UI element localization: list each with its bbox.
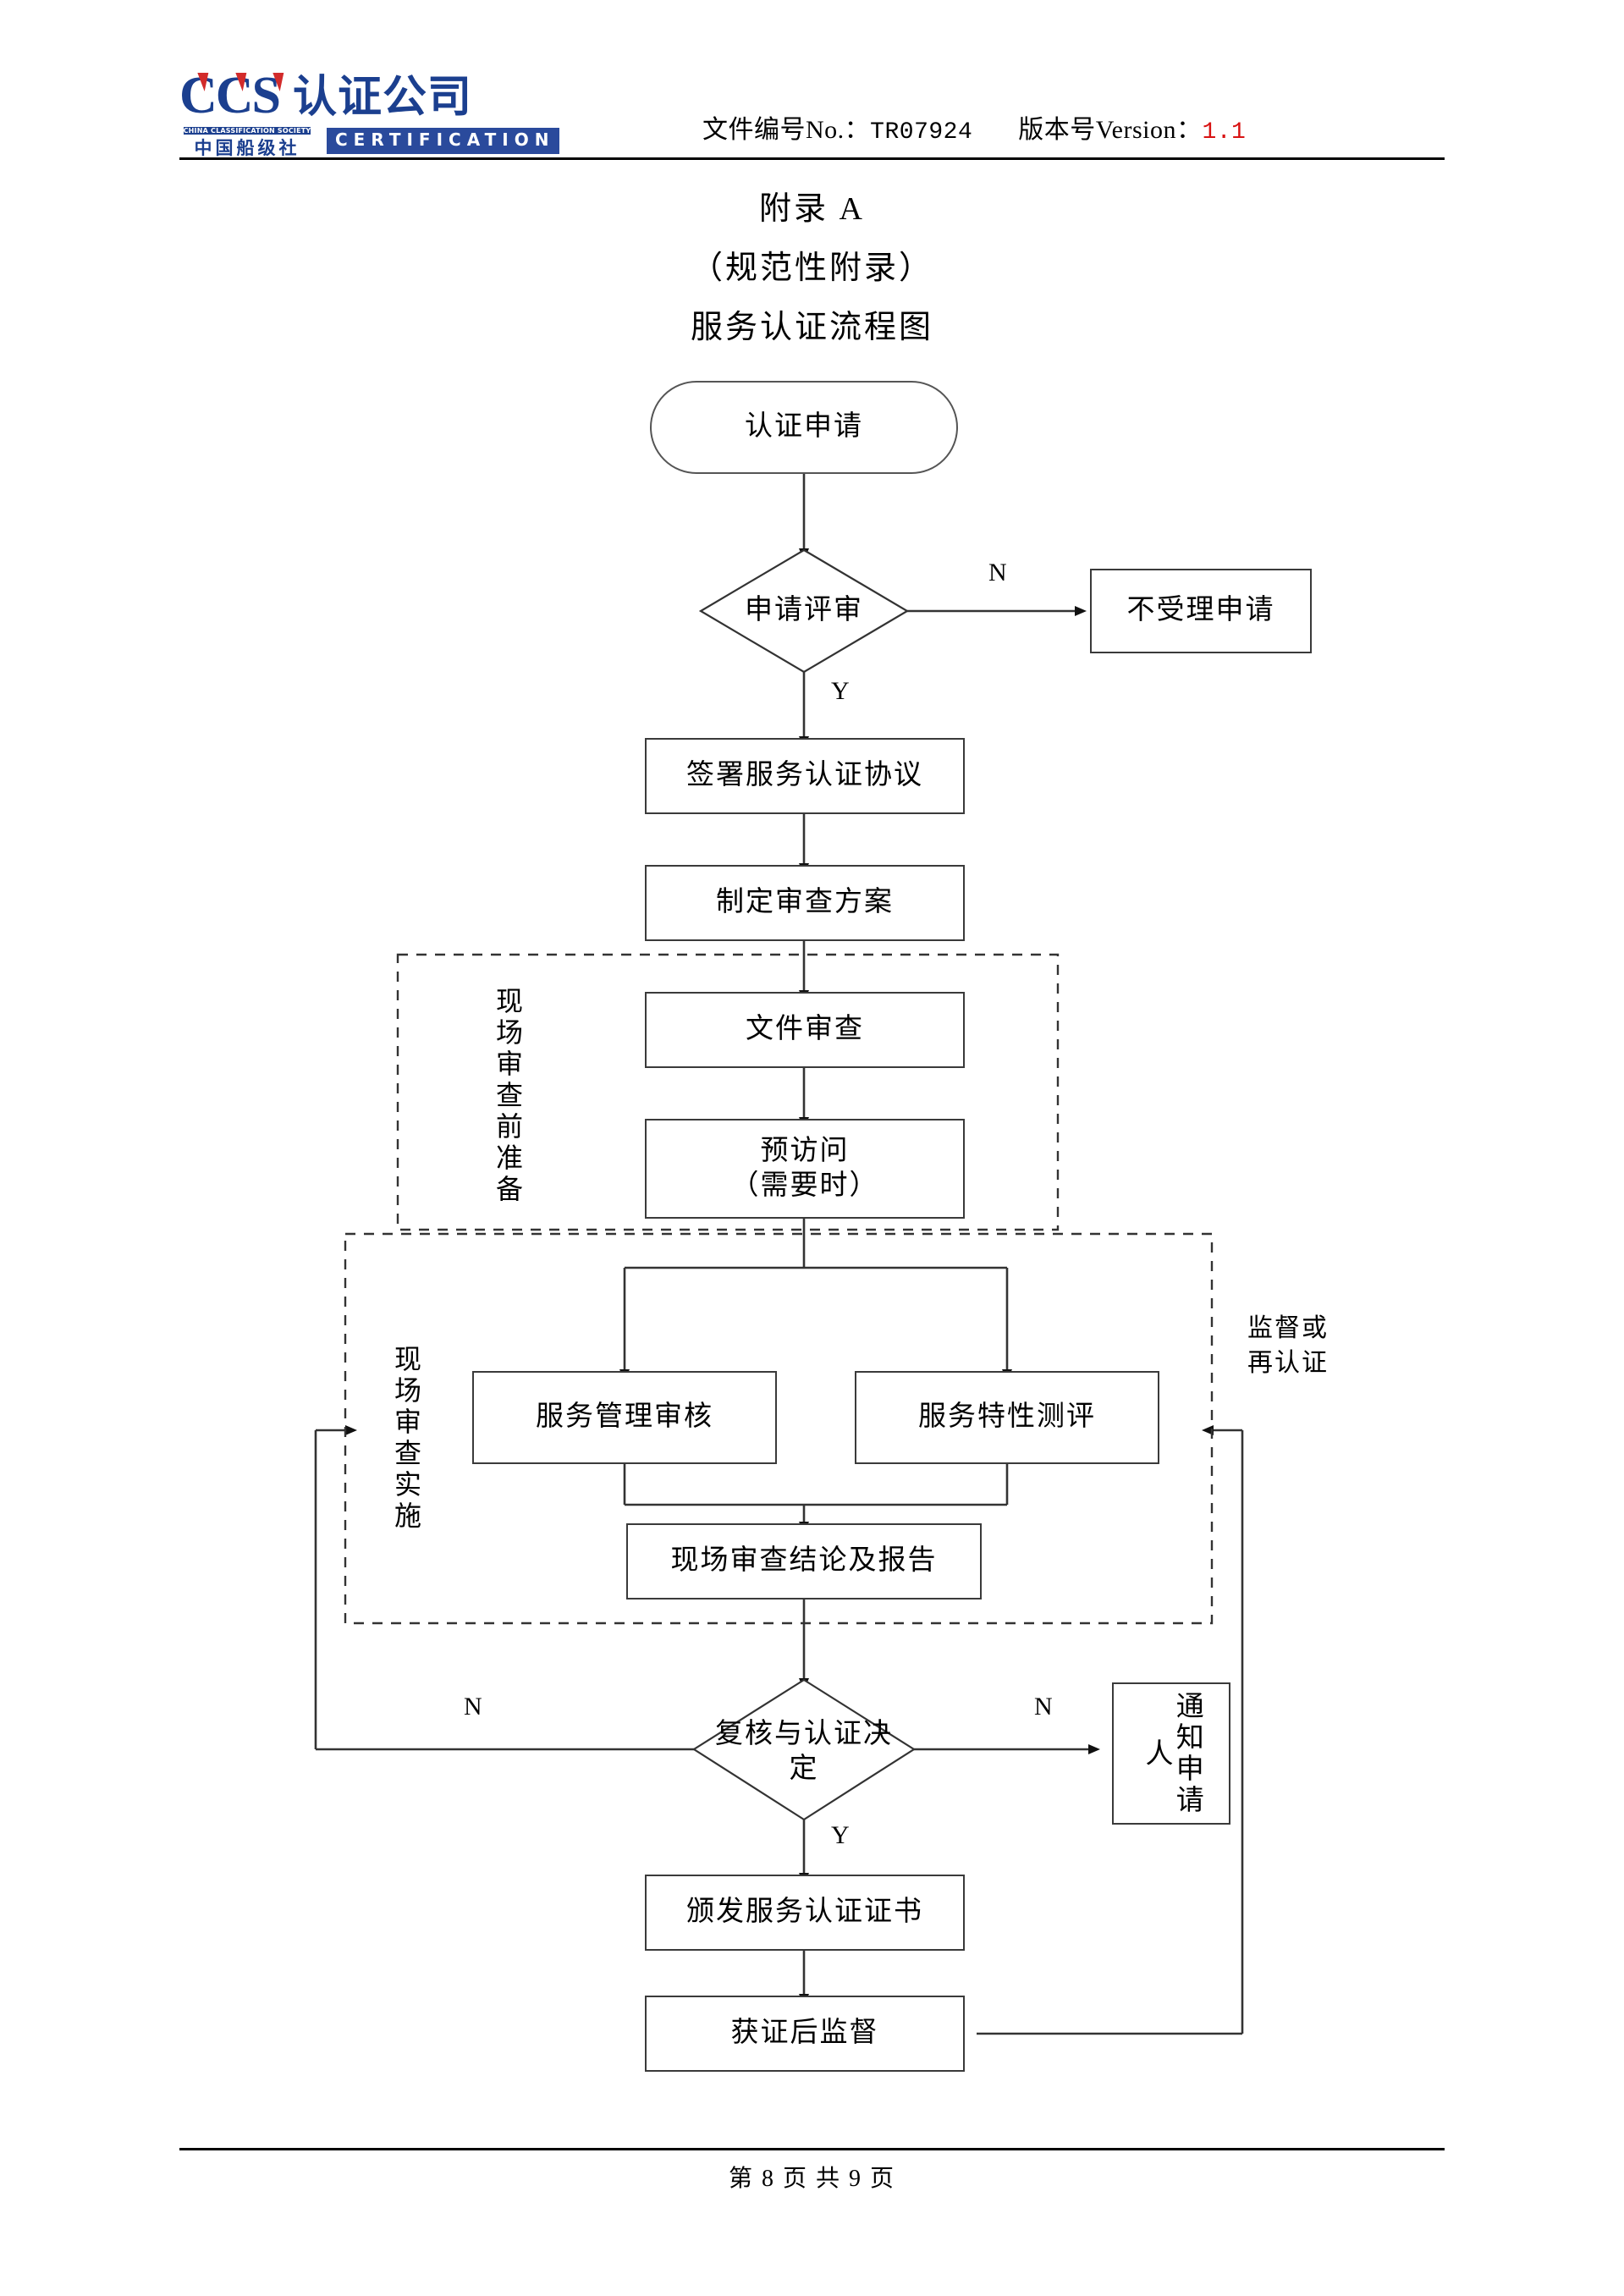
node-pre-visit-line1: 预访问 [760, 1135, 850, 1166]
node-service-management-audit[interactable]: 服务管理审核 [472, 1371, 777, 1464]
node-notify-applicant[interactable]: 通知申请人 [1112, 1682, 1230, 1825]
page-header: CCS 认证公司 CHINA CLASSIFICATION SOCIETY 中国… [0, 0, 1624, 162]
node-application-review-label: 申请评审 [745, 595, 863, 626]
logo-ccs-text: CCS [179, 67, 281, 124]
logo-wordmark-row: CCS 认证公司 [179, 67, 473, 124]
version-label: 版本号Version： [1018, 116, 1203, 144]
edge-label-decision-no-right: N [1034, 1693, 1053, 1721]
node-pre-visit[interactable]: 预访问 （需要时） [645, 1119, 965, 1219]
node-sign-agreement[interactable]: 签署服务认证协议 [645, 738, 965, 814]
node-onsite-audit-conclusion-report[interactable]: 现场审查结论及报告 [626, 1523, 982, 1599]
edge-label-decision-no-left: N [464, 1693, 482, 1721]
version-value: 1.1 [1202, 119, 1247, 146]
edge-label-surveillance-or-recertification: 监督或 再认证 [1212, 1312, 1364, 1380]
group-label-onsite-audit-implementation: 现场审查实施 [391, 1345, 421, 1533]
node-service-characteristic-evaluation[interactable]: 服务特性测评 [855, 1371, 1159, 1464]
edge-label-review-yes: Y [831, 677, 850, 705]
doc-no-value: TR07924 [870, 119, 973, 146]
logo-subtitle-row: CHINA CLASSIFICATION SOCIETY 中国船级社 CERTI… [179, 122, 560, 159]
edge-label-surveillance-line1: 监督或 [1247, 1314, 1329, 1342]
logo-company-cn: 认证公司 [293, 72, 473, 123]
node-document-review[interactable]: 文件审查 [645, 992, 965, 1068]
node-reject-application[interactable]: 不受理申请 [1090, 569, 1312, 653]
edge-label-decision-yes: Y [831, 1821, 850, 1849]
node-pre-visit-line2: （需要时） [730, 1170, 879, 1201]
logo-society-block: CHINA CLASSIFICATION SOCIETY 中国船级社 [179, 122, 315, 159]
group-label-pre-audit-preparation: 现场审查前准备 [493, 986, 523, 1206]
edge-label-surveillance-line2: 再认证 [1247, 1348, 1329, 1377]
node-review-and-certification-decision-label: 复核与认证决定 [715, 1718, 893, 1784]
node-post-certification-surveillance[interactable]: 获证后监督 [645, 1996, 965, 2072]
logo-society-cn: 中国船级社 [194, 138, 300, 158]
appendix-title: 附录 A [759, 191, 865, 227]
page-number: 第 8 页 共 9 页 [728, 2166, 895, 2192]
logo-society-en: CHINA CLASSIFICATION SOCIETY [183, 127, 311, 135]
node-certification-application[interactable]: 认证申请 [650, 381, 958, 474]
header-divider [179, 157, 1445, 160]
edge-label-review-no: N [988, 559, 1007, 586]
doc-no-label: 文件编号No.： [702, 116, 871, 144]
ccs-logo: CCS 认证公司 CHINA CLASSIFICATION SOCIETY 中国… [179, 67, 560, 158]
node-issue-certificate[interactable]: 颁发服务认证证书 [645, 1875, 965, 1951]
footer-divider [179, 2148, 1445, 2150]
appendix-subtitle: （规范性附录） [690, 251, 933, 286]
flowchart-title: 服务认证流程图 [690, 310, 933, 345]
logo-certification-banner: CERTIFICATION [327, 127, 560, 154]
header-document-meta: 文件编号No.：TR07924 版本号Version：1.1 [702, 108, 1246, 146]
node-make-audit-plan[interactable]: 制定审查方案 [645, 865, 965, 941]
